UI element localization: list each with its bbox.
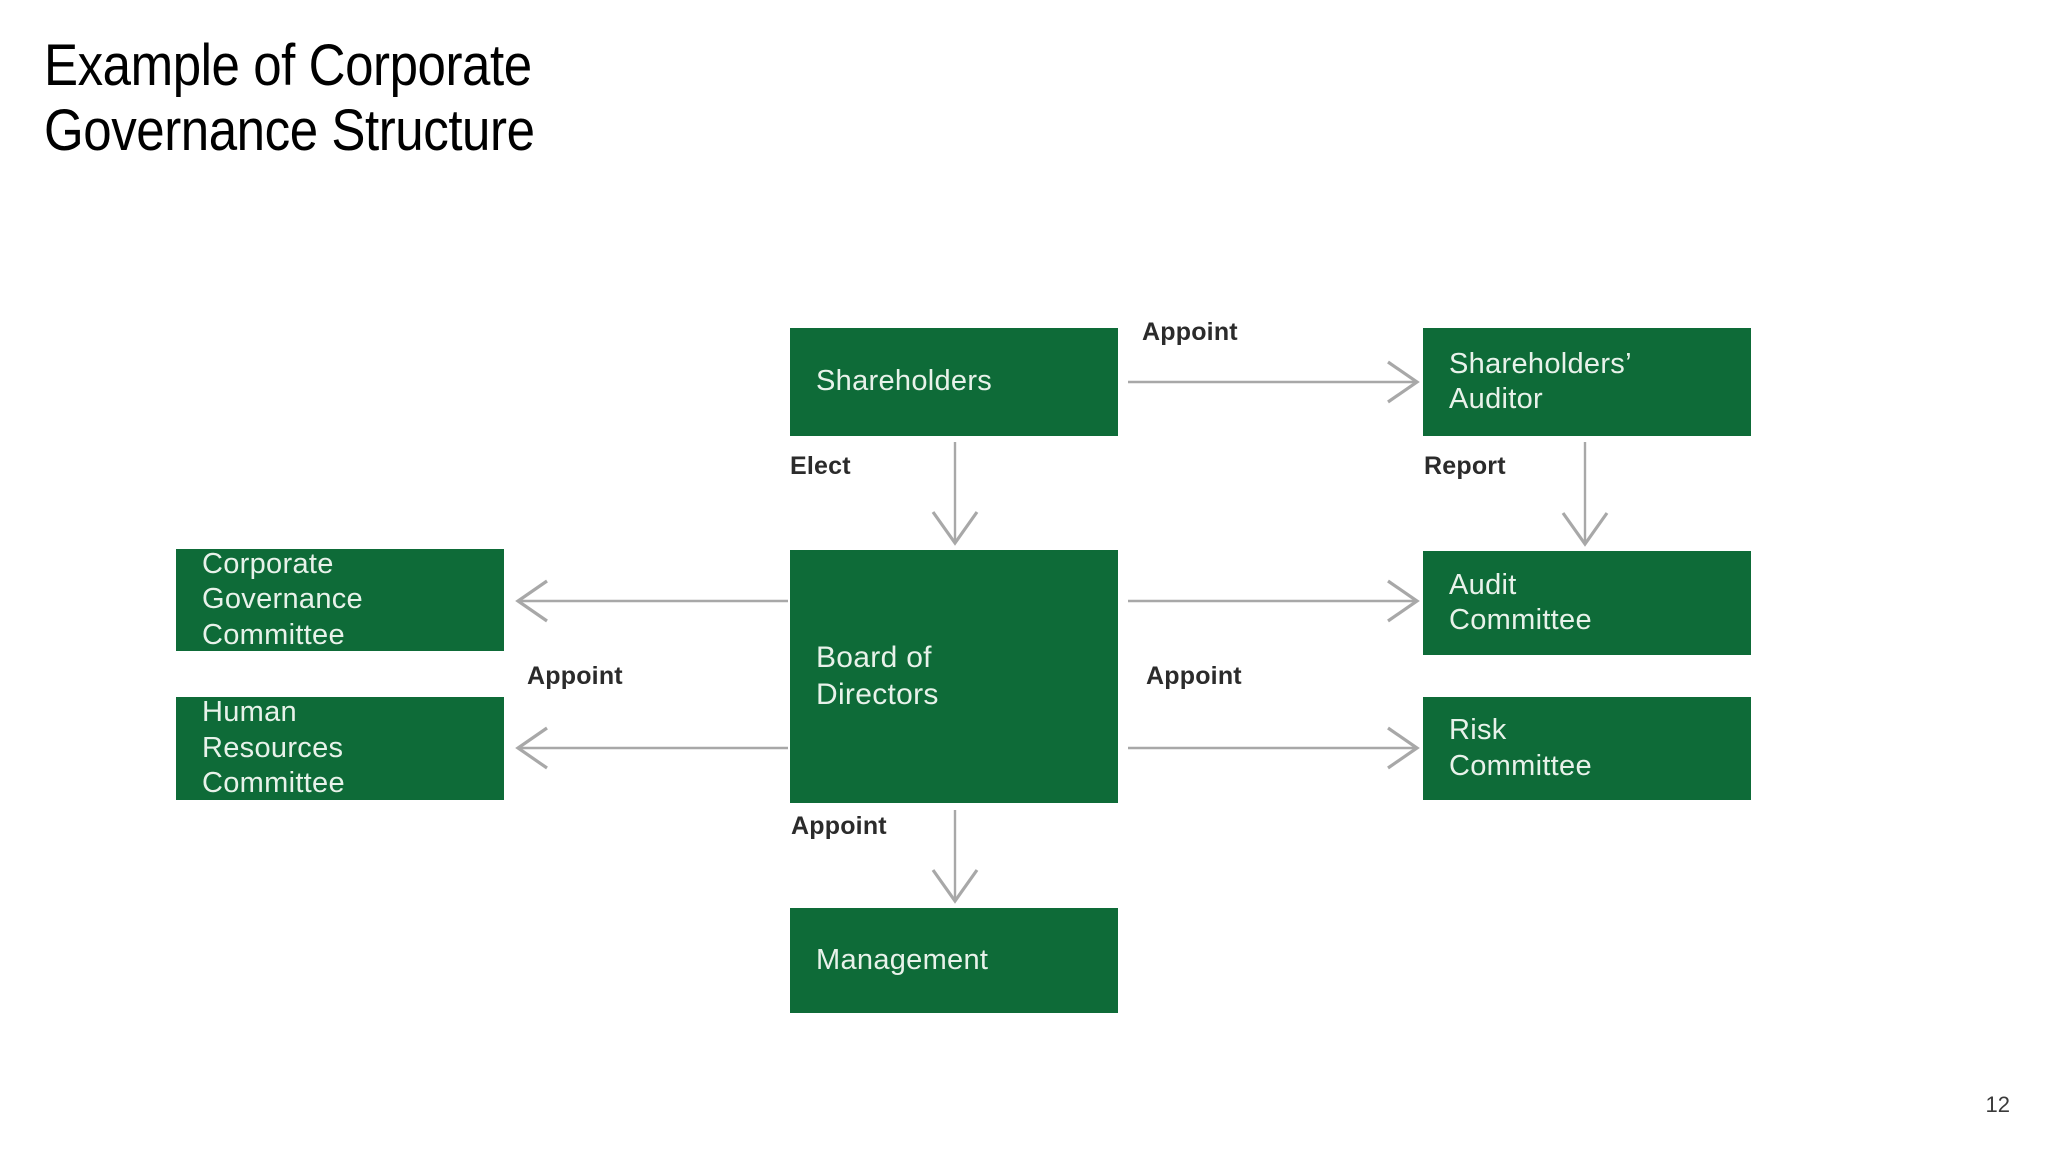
node-risk-committee-label: Risk Committee: [1449, 714, 1592, 782]
node-management-label: Management: [816, 943, 989, 976]
edge-shareholders-to-auditor: [1128, 360, 1420, 404]
node-board-of-directors[interactable]: Board of Directors: [790, 550, 1118, 803]
edge-label-appoint-top: Appoint: [1142, 318, 1238, 346]
node-risk-committee[interactable]: Risk Committee: [1423, 697, 1751, 800]
node-corporate-governance-committee[interactable]: Corporate Governance Committee: [176, 547, 504, 651]
node-human-resources-committee[interactable]: Human Resources Committee: [176, 696, 504, 800]
node-shareholders-auditor[interactable]: Shareholders’ Auditor: [1423, 328, 1751, 436]
edge-label-appoint-bottom: Appoint: [791, 812, 887, 840]
edge-board-to-risk-committee: [1128, 726, 1420, 770]
node-corporate-governance-committee-label: Corporate Governance Committee: [202, 547, 363, 651]
node-management[interactable]: Management: [790, 908, 1118, 1013]
page-number: 12: [1985, 1092, 2010, 1117]
node-board-of-directors-label: Board of Directors: [816, 640, 939, 711]
edge-label-report: Report: [1424, 452, 1506, 480]
edge-label-appoint-right: Appoint: [1146, 662, 1242, 690]
edge-label-elect: Elect: [790, 452, 851, 480]
node-shareholders-label: Shareholders: [816, 365, 993, 398]
node-shareholders[interactable]: Shareholders: [790, 328, 1118, 436]
page-title: Example of Corporate Governance Structur…: [44, 33, 535, 163]
edge-shareholders-to-board: [931, 442, 979, 546]
node-human-resources-committee-label: Human Resources Committee: [202, 696, 345, 800]
edge-auditor-to-audit-committee: [1561, 442, 1609, 547]
edge-board-to-human-resources: [515, 726, 788, 770]
edge-board-to-management: [931, 810, 979, 904]
node-audit-committee-label: Audit Committee: [1449, 568, 1592, 636]
edge-board-to-corporate-governance: [515, 579, 788, 623]
edge-board-to-audit-committee: [1128, 579, 1420, 623]
edge-label-appoint-left: Appoint: [527, 662, 623, 690]
node-shareholders-auditor-label: Shareholders’ Auditor: [1449, 347, 1632, 415]
node-audit-committee[interactable]: Audit Committee: [1423, 551, 1751, 655]
